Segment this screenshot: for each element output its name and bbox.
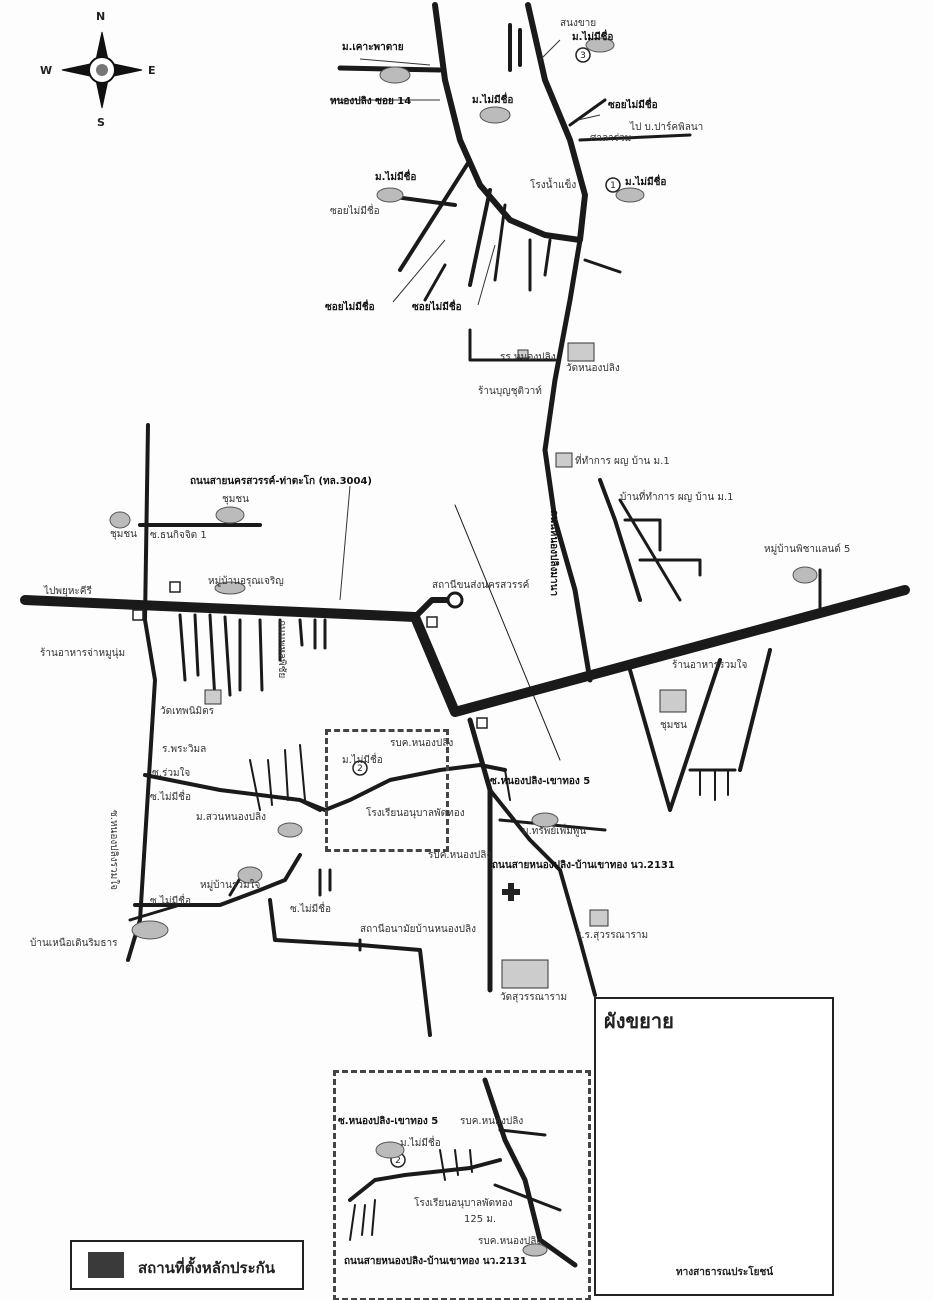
label-ban-nuea: บ้านเหนือเดินริมธาร <box>30 938 118 949</box>
label-moo-top: ม.ไม่มีชื่อ <box>472 95 514 106</box>
svg-text:2: 2 <box>395 1156 401 1166</box>
inset-distance-label: 125 ม. <box>464 1214 497 1225</box>
hospital-icon <box>502 883 520 901</box>
label-moo-thong: ม.ทรัพย์เพิ่มพูน <box>522 826 587 837</box>
legend-box: สถานที่ตั้งหลักประกัน <box>70 1240 304 1290</box>
inset-map-box <box>333 1070 591 1300</box>
svg-text:1: 1 <box>610 181 616 191</box>
label-ice-factory: โรงน้ำแข็ง <box>530 180 577 191</box>
zoom-area-box <box>325 729 449 852</box>
label-khok-phatan: ม.เคาะพาตาย <box>342 42 404 53</box>
label-wat-nong-pling: วัดหนองปลิง <box>566 363 620 374</box>
label-community-right: ชุมชน <box>660 720 688 731</box>
label-soi-b2: ซ.ไม่มีชื่อ <box>150 792 191 803</box>
label-community-top: ชุมชน <box>222 494 250 505</box>
svg-text:3: 3 <box>580 51 586 61</box>
label-moo-1: ม.ไม่มีชื่อ <box>625 177 667 188</box>
label-office-bottom: บ้านที่ทำการ ผญ บ้าน ม.1 <box>620 492 734 503</box>
label-soi-c: ซ.ไม่มีชื่อ <box>150 896 191 907</box>
compass-rose <box>61 31 143 109</box>
label-moo-ban-arun: หมู่บ้านอรุณเจริญ <box>208 576 284 587</box>
label-bor-ko: รบค.หนองปลิง <box>428 850 492 861</box>
main-highway <box>20 585 910 717</box>
site-plan-box: ผังขยาย ทางสาธารณประโยชน์ <box>594 997 834 1296</box>
label-bus-terminal: สถานีขนส่งนครสวรรค์ <box>432 580 530 591</box>
label-kindergarten: โรงเรียนอนุบาลพัดทอง <box>366 808 465 819</box>
label-moo-3: ม.ไม่มีชื่อ <box>572 32 614 43</box>
inset-bor-kho-label: รบค.หนองปลิง <box>460 1116 524 1127</box>
label-to-left: ไปพยุหะคีรี <box>44 586 92 597</box>
label-soi-nong-pling-5: ซ.หนองปลิง-เขาทอง 5 <box>490 776 591 787</box>
label-school-wat: ร.พระวิมล <box>162 744 207 755</box>
compass-west: W <box>40 64 53 77</box>
compass-south: S <box>97 116 105 129</box>
inset-soi-label: ซ.หนองปลิง-เขาทอง 5 <box>338 1116 439 1127</box>
label-soi-thanakit: ซ.ธนกิจจิต 1 <box>150 530 207 541</box>
site-plan-road-label: ทางสาธารณประโยชน์ <box>676 1267 774 1278</box>
legend-swatch <box>88 1252 124 1278</box>
label-moo-suan: ม.สวนหนองปลิง <box>196 812 266 823</box>
inset-road-label: ถนนสายหนองปลิง-บ้านเขาทอง นว.2131 <box>344 1256 527 1267</box>
label-sala: ศาลาร่วม <box>590 133 632 144</box>
label-moo-ban-city: หมู่บ้านพิชาแลนด์ 5 <box>764 544 851 555</box>
inset-bor-ko2-label: รบค.หนองปลิง <box>478 1236 542 1247</box>
compass-east: E <box>148 64 156 77</box>
label-school-nong-pling: รร.หนองปลิง <box>500 352 556 363</box>
label-soi-a: ซอยไม่มีชื่อ <box>325 302 375 313</box>
label-soi-b: ซอยไม่มีชื่อ <box>412 302 462 313</box>
label-soi-left-small: ซอยไม่มีชื่อ <box>330 206 380 217</box>
label-soi-a2: ซ.ร่วมใจ <box>152 768 191 779</box>
inset-school-label: โรงเรียนอนุบาลพัดทอง <box>414 1198 513 1209</box>
label-soi-nong-pling-vertical: ซ.หนองปลิงรวมใจ <box>108 810 119 890</box>
label-office-top: ที่ทำการ ผญ บ้าน ม.1 <box>575 456 670 467</box>
compass-north: N <box>96 10 106 23</box>
legend-text: สถานที่ตั้งหลักประกัน <box>138 1259 275 1277</box>
label-moo-samran: หมู่บ้านรวมใจ <box>200 880 261 891</box>
label-moo-2: ม.ไม่มีชื่อ <box>342 755 383 766</box>
label-moo-left: ม.ไม่มีชื่อ <box>375 172 417 183</box>
label-yai-rd: ถนนพหลพิชัย <box>276 620 287 679</box>
label-bor-kho: รบค.หนองปลิง <box>390 738 454 749</box>
label-road-khao-thong: ถนนสายหนองปลิง-บ้านเขาทอง นว.2131 <box>492 860 675 871</box>
label-shop: ร้านบุญชุติวาท์ <box>478 386 542 397</box>
label-wat-ban: วัดเทพนิมิตร <box>160 706 215 717</box>
label-soi-c2: ซ.ไม่มีชื่อ <box>290 904 331 915</box>
site-plan-title: ผังขยาย <box>604 1009 674 1033</box>
north-road <box>432 2 588 243</box>
label-wat-suwan: วัดสุวรรณาราม <box>500 992 568 1003</box>
label-restaurant-right: ร้านอาหารรวมใจ <box>672 660 748 671</box>
label-nong-pling-rd: ถนนหนองปลิงมานา <box>548 510 559 597</box>
label-health-station: สถานีอนามัยบ้านหนองปลิง <box>360 924 476 935</box>
label-restaurant: ร้านอาหารจ่าหมูนุ่ม <box>40 648 126 659</box>
svg-text:2: 2 <box>357 764 363 774</box>
label-school-suwan: ร.ร.สุวรรณาราม <box>576 930 649 941</box>
inset-moo-label: ม.ไม่มีชื่อ <box>400 1138 441 1149</box>
label-soi-right: ซอยไม่มีชื่อ <box>608 100 658 111</box>
label-song-khai: สนงขาย <box>560 18 597 29</box>
label-community-left: ชุมชน <box>110 529 138 540</box>
label-main-road: ถนนสายนครสวรรค์-ท่าตะโก (ทล.3004) <box>190 476 372 487</box>
label-to-ban: ไป บ.ปาร์คพิลนา <box>630 122 704 133</box>
label-nong-pling-soi14: หนองปลิง ซอย 14 <box>330 96 412 107</box>
